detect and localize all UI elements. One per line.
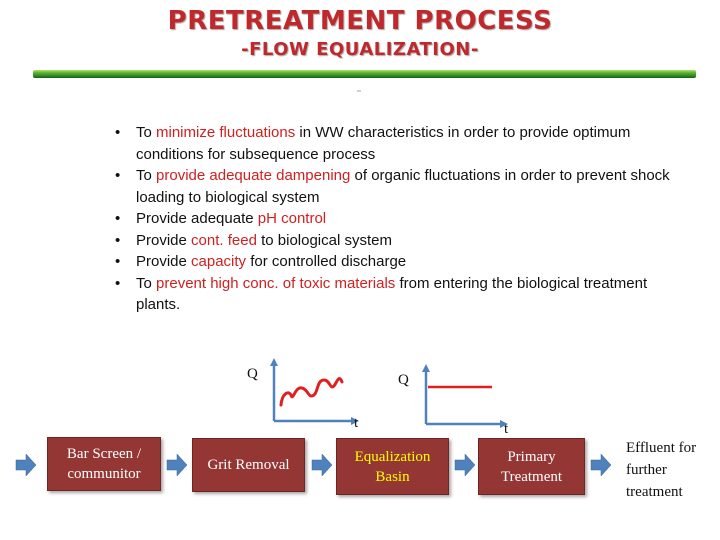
arrow-icon [166, 453, 188, 477]
bullet-item: To minimize fluctuations in WW character… [112, 122, 692, 165]
arrow-icon [590, 453, 612, 477]
title-divider-bar [33, 70, 696, 78]
graph-before-equalization [270, 358, 359, 425]
fluctuating-flow-curve [279, 377, 344, 407]
grit-removal-box: Grit Removal [192, 438, 305, 492]
arrow-icon [15, 453, 37, 477]
highlight-text: prevent high conc. of toxic materials [156, 274, 396, 292]
highlight-text: provide adequate dampening [156, 167, 351, 184]
bullet-item: Provide adequate pH control [112, 208, 692, 230]
graph-after-equalization [422, 364, 508, 428]
bullet-item: Provide cont. feed to biological system [112, 230, 692, 252]
graph2-y-label: Q [398, 372, 409, 388]
bullet-item: To prevent high conc. of toxic materials… [112, 273, 692, 316]
objectives-list: To minimize fluctuations in WW character… [112, 122, 692, 316]
equalization-basin-box: Equalization Basin [336, 438, 449, 495]
bullet-item: To provide adequate dampening of organic… [112, 165, 692, 208]
highlight-text: minimize fluctuations [156, 124, 296, 141]
graph1-x-label: t [354, 415, 359, 431]
slide-title: PRETREATMENT PROCESS [167, 6, 553, 36]
highlight-text: capacity [191, 253, 247, 270]
highlight-text: cont. feed [191, 231, 257, 249]
highlight-text: pH control [257, 210, 327, 227]
arrow-icon [454, 453, 476, 477]
effluent-label: Effluent for further treatment [626, 440, 697, 500]
slide-subtitle: -FLOW EQUALIZATION- [241, 39, 479, 60]
primary-treatment-box: Primary Treatment [478, 438, 585, 495]
graph2-x-label: t [504, 421, 509, 437]
bar-screen-box: Bar Screen / communitor [47, 437, 161, 491]
arrow-icon [311, 453, 333, 477]
graph1-y-label: Q [247, 366, 258, 382]
slide-mark [357, 90, 361, 92]
bullet-item: Provide capacity for controlled discharg… [112, 251, 692, 273]
